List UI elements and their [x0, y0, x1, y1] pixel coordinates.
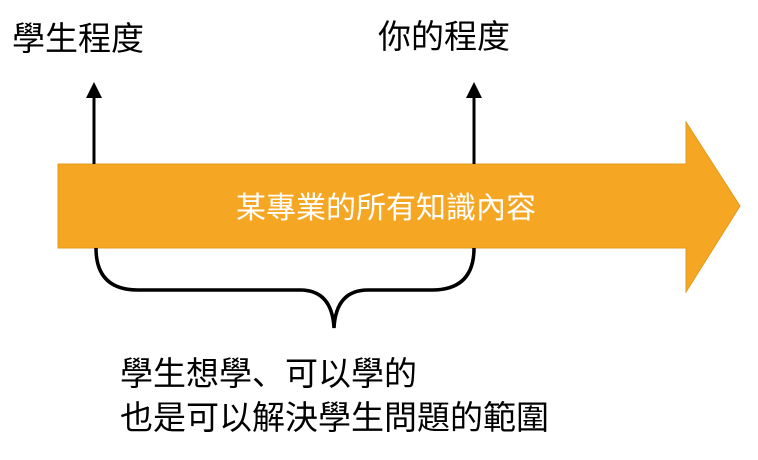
student-level-arrowhead	[86, 82, 102, 98]
knowledge-arrow-label: 某專業的所有知識內容	[236, 191, 536, 226]
student-level-label: 學生程度	[12, 19, 144, 58]
scope-brace	[94, 247, 476, 329]
scope-line-1: 學生想學、可以學的	[120, 354, 417, 393]
scope-description: 學生想學、可以學的 也是可以解決學生問題的範圍	[120, 352, 549, 440]
your-level-label: 你的程度	[378, 17, 510, 56]
scope-line-2: 也是可以解決學生問題的範圍	[120, 398, 549, 437]
knowledge-arrow	[57, 120, 741, 294]
your-level-arrowhead	[466, 82, 482, 98]
